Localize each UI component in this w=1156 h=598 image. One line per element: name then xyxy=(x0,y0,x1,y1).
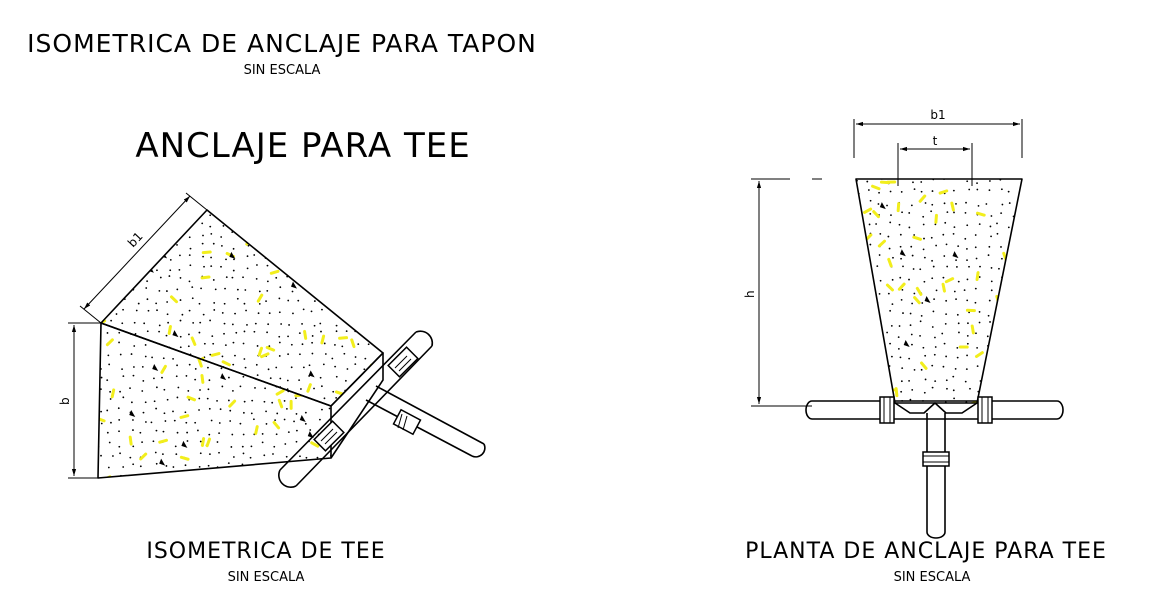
plan-label-h: h xyxy=(743,290,757,298)
plan-anchor-block xyxy=(855,178,1023,404)
plan-dimension-b1: b1 xyxy=(853,108,1023,158)
plan-caption: PLANTA DE ANCLAJE PARA TEE xyxy=(745,539,1107,564)
plan-coupling-left xyxy=(879,396,895,424)
coupling-branch xyxy=(392,408,422,436)
plan-coupling-right xyxy=(977,396,993,424)
plan-dimension-h: h xyxy=(743,178,822,407)
coupling-lower xyxy=(313,420,345,452)
top-title: ISOMETRICA DE ANCLAJE PARA TAPON xyxy=(27,29,537,58)
iso-front-fill xyxy=(98,323,331,478)
iso-scale-note: SIN ESCALA xyxy=(228,570,305,585)
iso-label-b: b xyxy=(58,397,72,405)
iso-tee-pipes xyxy=(278,330,486,488)
plan-scale-note: SIN ESCALA xyxy=(894,570,971,585)
plan-tee-pipes xyxy=(805,396,1064,539)
iso-dimension-b1: b1 xyxy=(79,192,208,324)
plan-coupling-bottom xyxy=(922,451,950,467)
iso-caption: ISOMETRICA DE TEE xyxy=(146,539,385,564)
iso-dimension-b: b xyxy=(58,322,101,479)
coupling-upper xyxy=(387,346,419,378)
plan-label-t: t xyxy=(933,134,938,148)
plan-label-b1: b1 xyxy=(930,108,945,122)
tee-heading: ANCLAJE PARA TEE xyxy=(135,126,470,166)
top-scale-note: SIN ESCALA xyxy=(244,63,321,78)
plan-dimension-t: t xyxy=(897,134,973,186)
